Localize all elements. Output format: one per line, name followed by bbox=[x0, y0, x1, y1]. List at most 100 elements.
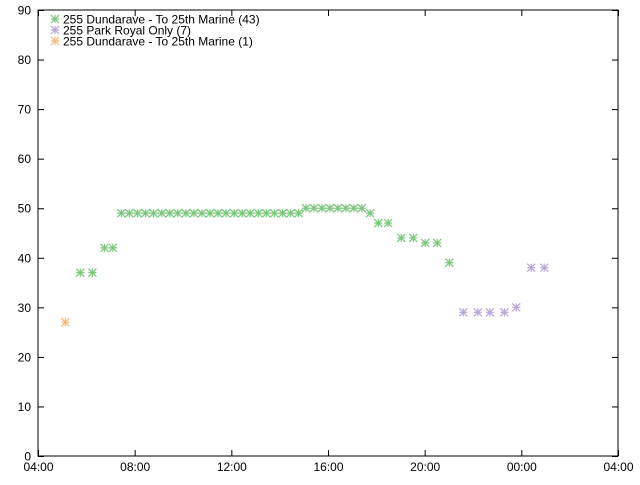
star-stroke bbox=[278, 208, 287, 218]
data-point-series-1 bbox=[325, 203, 335, 213]
star-stroke bbox=[432, 238, 442, 248]
y-tick-label: 40 bbox=[18, 251, 32, 265]
data-points bbox=[60, 203, 549, 327]
star-stroke bbox=[165, 208, 175, 218]
data-point-series-1 bbox=[317, 203, 327, 213]
data-point-series-2 bbox=[485, 307, 495, 317]
data-point-series-1 bbox=[165, 208, 175, 218]
data-point-series-1 bbox=[149, 208, 158, 218]
legend: 255 Dundarave - To 25th Marine (43)255 P… bbox=[50, 13, 260, 49]
data-point-series-1 bbox=[197, 208, 207, 218]
data-point-series-2 bbox=[511, 302, 521, 312]
star-stroke bbox=[181, 208, 191, 218]
star-stroke bbox=[189, 208, 199, 218]
star-stroke bbox=[108, 243, 118, 253]
data-point-series-1 bbox=[237, 208, 247, 218]
data-point-series-2 bbox=[539, 263, 549, 273]
x-tick-label: 08:00 bbox=[120, 460, 150, 474]
data-point-series-1 bbox=[294, 208, 303, 218]
data-point-series-2 bbox=[473, 307, 483, 317]
data-point-series-1 bbox=[420, 238, 430, 248]
star-stroke bbox=[373, 218, 383, 228]
star-stroke bbox=[333, 203, 343, 213]
legend-label: 255 Park Royal Only (7) bbox=[63, 24, 191, 38]
star-stroke bbox=[60, 317, 70, 327]
star-stroke bbox=[301, 203, 311, 213]
star-stroke bbox=[237, 208, 247, 218]
data-point-series-1 bbox=[261, 208, 271, 218]
plot-border bbox=[37, 9, 619, 457]
star-stroke bbox=[100, 243, 109, 253]
star-stroke bbox=[365, 208, 375, 218]
y-tick-label: 90 bbox=[18, 4, 32, 18]
data-point-series-1 bbox=[333, 203, 343, 213]
star-stroke bbox=[261, 208, 271, 218]
data-point-series-1 bbox=[100, 243, 109, 253]
y-tick-label: 50 bbox=[18, 202, 32, 216]
star-stroke bbox=[75, 268, 85, 278]
star-stroke bbox=[357, 203, 367, 213]
x-tick-label: 04:00 bbox=[603, 460, 633, 474]
data-point-series-1 bbox=[124, 208, 134, 218]
y-tick-label: 30 bbox=[18, 301, 32, 315]
data-point-series-1 bbox=[365, 208, 375, 218]
legend-marker-icon bbox=[50, 14, 60, 24]
y-tick-label: 80 bbox=[18, 53, 32, 67]
data-point-series-1 bbox=[229, 208, 239, 218]
star-stroke bbox=[141, 208, 150, 218]
star-stroke bbox=[245, 208, 255, 218]
x-tick-label: 20:00 bbox=[410, 460, 440, 474]
data-point-series-1 bbox=[245, 208, 255, 218]
star-stroke bbox=[341, 203, 351, 213]
star-stroke bbox=[149, 208, 158, 218]
star-stroke bbox=[197, 208, 207, 218]
y-tick-label: 0 bbox=[24, 450, 31, 464]
x-tick-label: 04:00 bbox=[23, 460, 53, 474]
data-point-series-1 bbox=[269, 208, 279, 218]
x-tick-label: 00:00 bbox=[507, 460, 537, 474]
data-point-series-1 bbox=[301, 203, 311, 213]
star-stroke bbox=[229, 208, 239, 218]
star-stroke bbox=[205, 208, 215, 218]
star-stroke bbox=[317, 203, 327, 213]
y-tick-label: 70 bbox=[18, 103, 32, 117]
data-point-series-1 bbox=[408, 233, 418, 243]
data-point-series-1 bbox=[357, 203, 367, 213]
star-stroke bbox=[50, 25, 60, 35]
y-tick-label: 20 bbox=[18, 350, 32, 364]
data-point-series-1 bbox=[444, 258, 454, 268]
star-stroke bbox=[309, 203, 319, 213]
star-stroke bbox=[396, 233, 406, 243]
star-stroke bbox=[50, 14, 60, 24]
star-stroke bbox=[286, 208, 295, 218]
star-stroke bbox=[420, 238, 430, 248]
data-point-series-1 bbox=[141, 208, 150, 218]
star-stroke bbox=[269, 208, 279, 218]
data-point-series-1 bbox=[349, 203, 359, 213]
star-stroke bbox=[221, 208, 231, 218]
y-tick-label: 60 bbox=[18, 152, 32, 166]
data-point-series-1 bbox=[157, 208, 167, 218]
data-point-series-1 bbox=[396, 233, 406, 243]
data-point-series-1 bbox=[432, 238, 442, 248]
data-point-series-1 bbox=[373, 218, 383, 228]
star-stroke bbox=[444, 258, 454, 268]
data-point-series-2 bbox=[458, 307, 468, 317]
star-stroke bbox=[157, 208, 167, 218]
star-stroke bbox=[473, 307, 483, 317]
data-point-series-1 bbox=[116, 208, 126, 218]
x-tick-label: 16:00 bbox=[313, 460, 343, 474]
legend-marker-icon bbox=[50, 36, 60, 46]
star-stroke bbox=[133, 208, 142, 218]
star-stroke bbox=[294, 208, 303, 218]
data-point-series-1 bbox=[213, 208, 223, 218]
data-point-series-1 bbox=[309, 203, 319, 213]
data-point-series-1 bbox=[205, 208, 215, 218]
star-stroke bbox=[124, 208, 134, 218]
data-point-series-3 bbox=[60, 317, 70, 327]
x-tick-label: 12:00 bbox=[217, 460, 247, 474]
data-point-series-1 bbox=[383, 218, 393, 228]
star-stroke bbox=[408, 233, 418, 243]
data-point-series-1 bbox=[286, 208, 295, 218]
star-stroke bbox=[173, 208, 183, 218]
